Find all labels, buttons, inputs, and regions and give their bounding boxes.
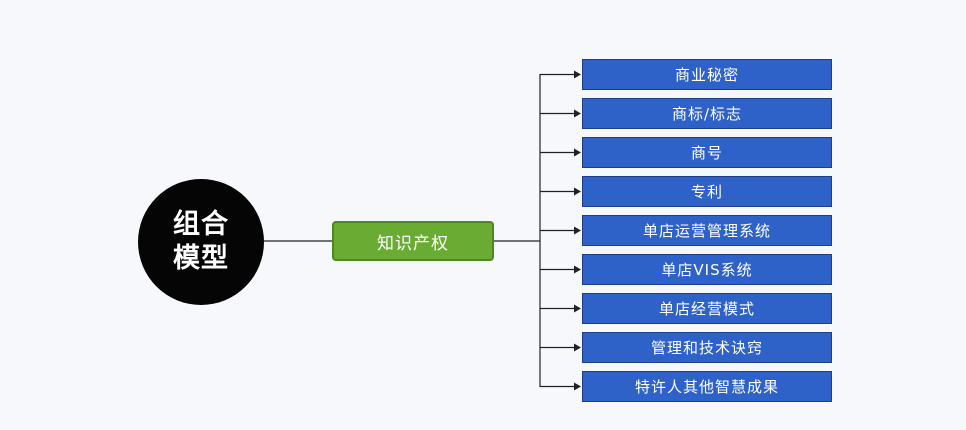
leaf-node-label: 商号 <box>690 144 723 162</box>
leaf-node-label: 单店经营模式 <box>658 300 755 318</box>
leaf-node-label: 专利 <box>690 183 723 201</box>
leaf-node-label: 管理和技术诀窍 <box>650 339 763 357</box>
arrowhead-icon <box>574 187 581 196</box>
arrowhead-icon <box>574 382 581 391</box>
leaf-node: 商业秘密 <box>582 59 832 90</box>
arrowhead-icon <box>574 343 581 352</box>
branch-node-label: 知识产权 <box>377 233 449 254</box>
leaf-node: 商标/标志 <box>582 98 832 129</box>
arrowhead-icon <box>574 109 581 118</box>
leaf-node: 管理和技术诀窍 <box>582 332 832 363</box>
branch-node: 知识产权 <box>332 221 494 261</box>
leaf-node-label: 商标/标志 <box>671 105 743 123</box>
leaf-node: 专利 <box>582 176 832 207</box>
leaf-node-label: 商业秘密 <box>674 66 739 84</box>
arrowhead-icon <box>574 226 581 235</box>
leaf-node-label: 单店VIS系统 <box>661 261 753 279</box>
root-node-label-line2: 模型 <box>173 243 229 274</box>
root-node: 组合 模型 <box>138 179 264 305</box>
leaf-node-label: 单店运营管理系统 <box>642 222 771 240</box>
arrowhead-icon <box>574 265 581 274</box>
leaf-node: 单店运营管理系统 <box>582 215 832 246</box>
arrowhead-icon <box>574 148 581 157</box>
leaf-node-label: 特许人其他智慧成果 <box>634 378 779 396</box>
arrowhead-icon <box>574 304 581 313</box>
leaf-node: 特许人其他智慧成果 <box>582 371 832 402</box>
leaf-node: 单店经营模式 <box>582 293 832 324</box>
leaf-node: 商号 <box>582 137 832 168</box>
root-node-label-line1: 组合 <box>173 209 229 240</box>
leaf-node: 单店VIS系统 <box>582 254 832 285</box>
arrowhead-icon <box>574 70 581 79</box>
